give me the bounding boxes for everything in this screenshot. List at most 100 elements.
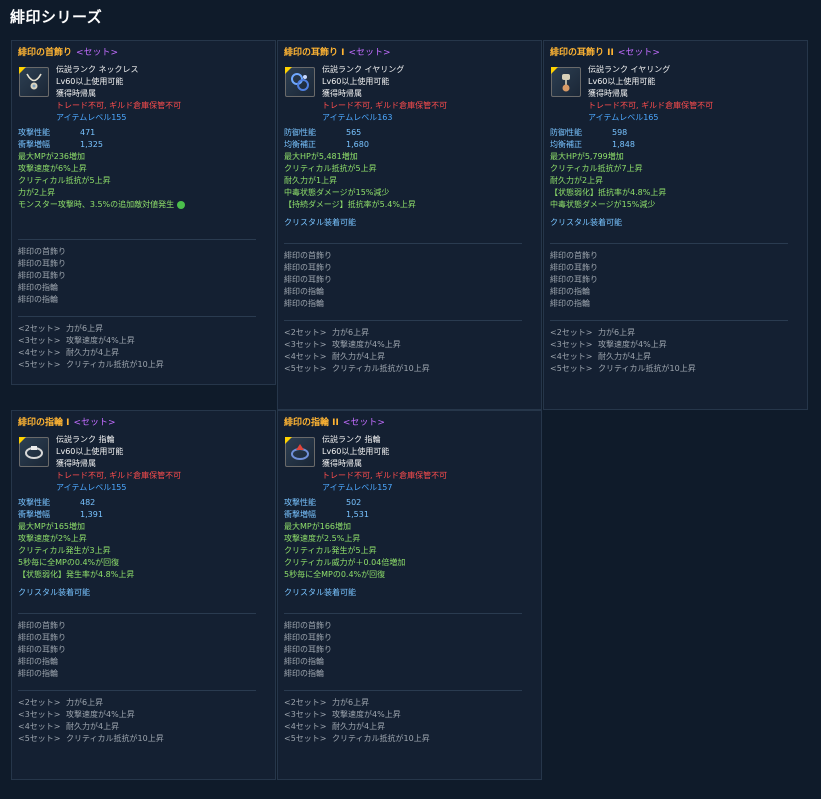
set-member: 緋印の首飾り: [550, 251, 598, 260]
item-name[interactable]: 緋印の首飾り: [18, 48, 73, 58]
item-level: アイテムレベル163: [322, 113, 393, 122]
set-member: 緋印の首飾り: [284, 621, 332, 630]
item-level: アイテムレベル155: [56, 483, 127, 492]
divider: [284, 613, 523, 614]
effect-line: 力が2上昇: [18, 188, 56, 197]
set-bonus: <2セット>力が6上昇: [284, 698, 370, 707]
divider: [18, 690, 257, 691]
set-member: 緋印の指輪: [550, 299, 590, 308]
card-header: 緋印の首飾り <セット>: [18, 45, 269, 58]
set-bonus: <3セット>攻撃速度が4%上昇: [550, 340, 667, 349]
set-member: 緋印の指輪: [284, 299, 324, 308]
item-card-necklace: 緋印の首飾り <セット> 伝説ランク ネックレス Lv60以上使用可能 獲得時帰…: [11, 40, 276, 385]
set-member: 緋印の耳飾り: [284, 633, 332, 642]
set-member: 緋印の指輪: [18, 657, 58, 666]
set-bonus: <4セット>耐久力が4上昇: [18, 348, 120, 357]
necklace-icon[interactable]: [19, 67, 49, 97]
set-member: 緋印の耳飾り: [18, 259, 66, 268]
effect-list: 最大MPが165増加 攻撃速度が2%上昇 クリティカル発生が3上昇 5秒毎に全M…: [18, 521, 269, 581]
set-member: 緋印の指輪: [18, 295, 58, 304]
set-tag: <セット>: [73, 418, 116, 428]
crystal-slot-text: クリスタル装着可能: [284, 588, 356, 597]
item-name[interactable]: 緋印の指輪 I: [18, 418, 70, 428]
set-tag: <セット>: [342, 418, 385, 428]
set-bonus: <2セット>力が6上昇: [18, 698, 104, 707]
set-member-list: 緋印の首飾り 緋印の耳飾り 緋印の耳飾り 緋印の指輪 緋印の指輪: [18, 620, 269, 680]
card-header: 緋印の指輪 I <セット>: [18, 415, 269, 428]
set-bonus: <4セット>耐久力が4上昇: [284, 352, 386, 361]
card-header: 緋印の耳飾り I <セット>: [284, 45, 535, 58]
item-card-earring-2: 緋印の耳飾り II <セット> 伝説ランク イヤリング Lv60以上使用可能 獲…: [543, 40, 808, 410]
set-member: 緋印の耳飾り: [284, 645, 332, 654]
set-member: 緋印の耳飾り: [550, 275, 598, 284]
effect-line: 最大HPが5,799増加: [550, 152, 624, 161]
set-member-list: 緋印の首飾り 緋印の耳飾り 緋印の耳飾り 緋印の指輪 緋印の指輪: [284, 250, 535, 310]
set-bonus: <3セット>攻撃速度が4%上昇: [18, 336, 135, 345]
effect-line: 攻撃速度が6%上昇: [18, 164, 87, 173]
effect-line: 攻撃速度が2%上昇: [18, 534, 87, 543]
set-member: 緋印の指輪: [18, 283, 58, 292]
ring-icon[interactable]: [285, 437, 315, 467]
set-bonus: <5セット>クリティカル抵抗が10上昇: [284, 734, 430, 743]
set-member-list: 緋印の首飾り 緋印の耳飾り 緋印の耳飾り 緋印の指輪 緋印の指輪: [284, 620, 535, 680]
effect-line: クリティカル抵抗が7上昇: [550, 164, 643, 173]
divider: [18, 613, 257, 614]
effect-line: 中毒状態ダメージが15%減少: [550, 200, 656, 209]
set-member: 緋印の首飾り: [284, 251, 332, 260]
effect-list: 最大MPが166増加 攻撃速度が2.5%上昇 クリティカル発生が5上昇 クリティ…: [284, 521, 535, 581]
set-member: 緋印の指輪: [18, 669, 58, 678]
page-title: 緋印シリーズ: [10, 8, 103, 26]
effect-line: 最大HPが5,481増加: [284, 152, 358, 161]
info-icon[interactable]: [176, 200, 185, 209]
effect-line: クリティカル抵抗が5上昇: [18, 176, 111, 185]
ring-icon[interactable]: [19, 437, 49, 467]
item-card-earring-1: 緋印の耳飾り I <セット> 伝説ランク イヤリング Lv60以上使用可能 獲得…: [277, 40, 542, 410]
effect-line: クリティカル威力が＋0.04倍増加: [284, 558, 406, 567]
effect-line: クリティカル発生が3上昇: [18, 546, 111, 555]
set-bonus: <3セット>攻撃速度が4%上昇: [284, 340, 401, 349]
set-bonus: <3セット>攻撃速度が4%上昇: [284, 710, 401, 719]
item-info: Lv60以上使用可能: [322, 77, 390, 86]
item-info: Lv60以上使用可能: [588, 77, 656, 86]
set-bonus: <4セット>耐久力が4上昇: [18, 722, 120, 731]
item-name[interactable]: 緋印の指輪 II: [284, 418, 339, 428]
set-member: 緋印の首飾り: [18, 621, 66, 630]
effect-line: 耐久力が1上昇: [284, 176, 338, 185]
item-info: 伝説ランク 指輪: [56, 435, 115, 444]
trade-restriction: トレード不可, ギルド倉庫保管不可: [322, 471, 448, 480]
effect-line: 5秒毎に全MPの0.4%が回復: [18, 558, 120, 567]
item-info: 獲得時帰属: [56, 89, 96, 98]
item-info: Lv60以上使用可能: [56, 447, 124, 456]
item-level: アイテムレベル157: [322, 483, 393, 492]
effect-line: 耐久力が2上昇: [550, 176, 604, 185]
set-bonus: <2セット>力が6上昇: [284, 328, 370, 337]
item-info: 獲得時帰属: [588, 89, 628, 98]
effect-line: 攻撃速度が2.5%上昇: [284, 534, 361, 543]
set-member: 緋印の耳飾り: [284, 275, 332, 284]
divider: [550, 243, 789, 244]
item-name[interactable]: 緋印の耳飾り I: [284, 48, 345, 58]
effect-line: 最大MPが166増加: [284, 522, 351, 531]
set-bonus: <5セット>クリティカル抵抗が10上昇: [18, 734, 164, 743]
item-name[interactable]: 緋印の耳飾り II: [550, 48, 614, 58]
earring-icon[interactable]: [285, 67, 315, 97]
effect-line: 中毒状態ダメージが15%減少: [284, 188, 390, 197]
trade-restriction: トレード不可, ギルド倉庫保管不可: [322, 101, 448, 110]
item-summary: 伝説ランク 指輪 Lv60以上使用可能 獲得時帰属 トレード不可, ギルド倉庫保…: [18, 434, 269, 494]
set-member: 緋印の首飾り: [18, 247, 66, 256]
divider: [18, 316, 257, 317]
set-member: 緋印の耳飾り: [18, 645, 66, 654]
effect-line: 【状態弱化】抵抗率が4.8%上昇: [550, 188, 667, 197]
item-summary: 伝説ランク 指輪 Lv60以上使用可能 獲得時帰属 トレード不可, ギルド倉庫保…: [284, 434, 535, 494]
earring-icon[interactable]: [551, 67, 581, 97]
item-info: Lv60以上使用可能: [322, 447, 390, 456]
card-header: 緋印の指輪 II <セット>: [284, 415, 535, 428]
crystal-slot-text: クリスタル装着可能: [18, 588, 90, 597]
set-tag: <セット>: [76, 48, 119, 58]
item-info: 伝説ランク イヤリング: [322, 65, 405, 74]
